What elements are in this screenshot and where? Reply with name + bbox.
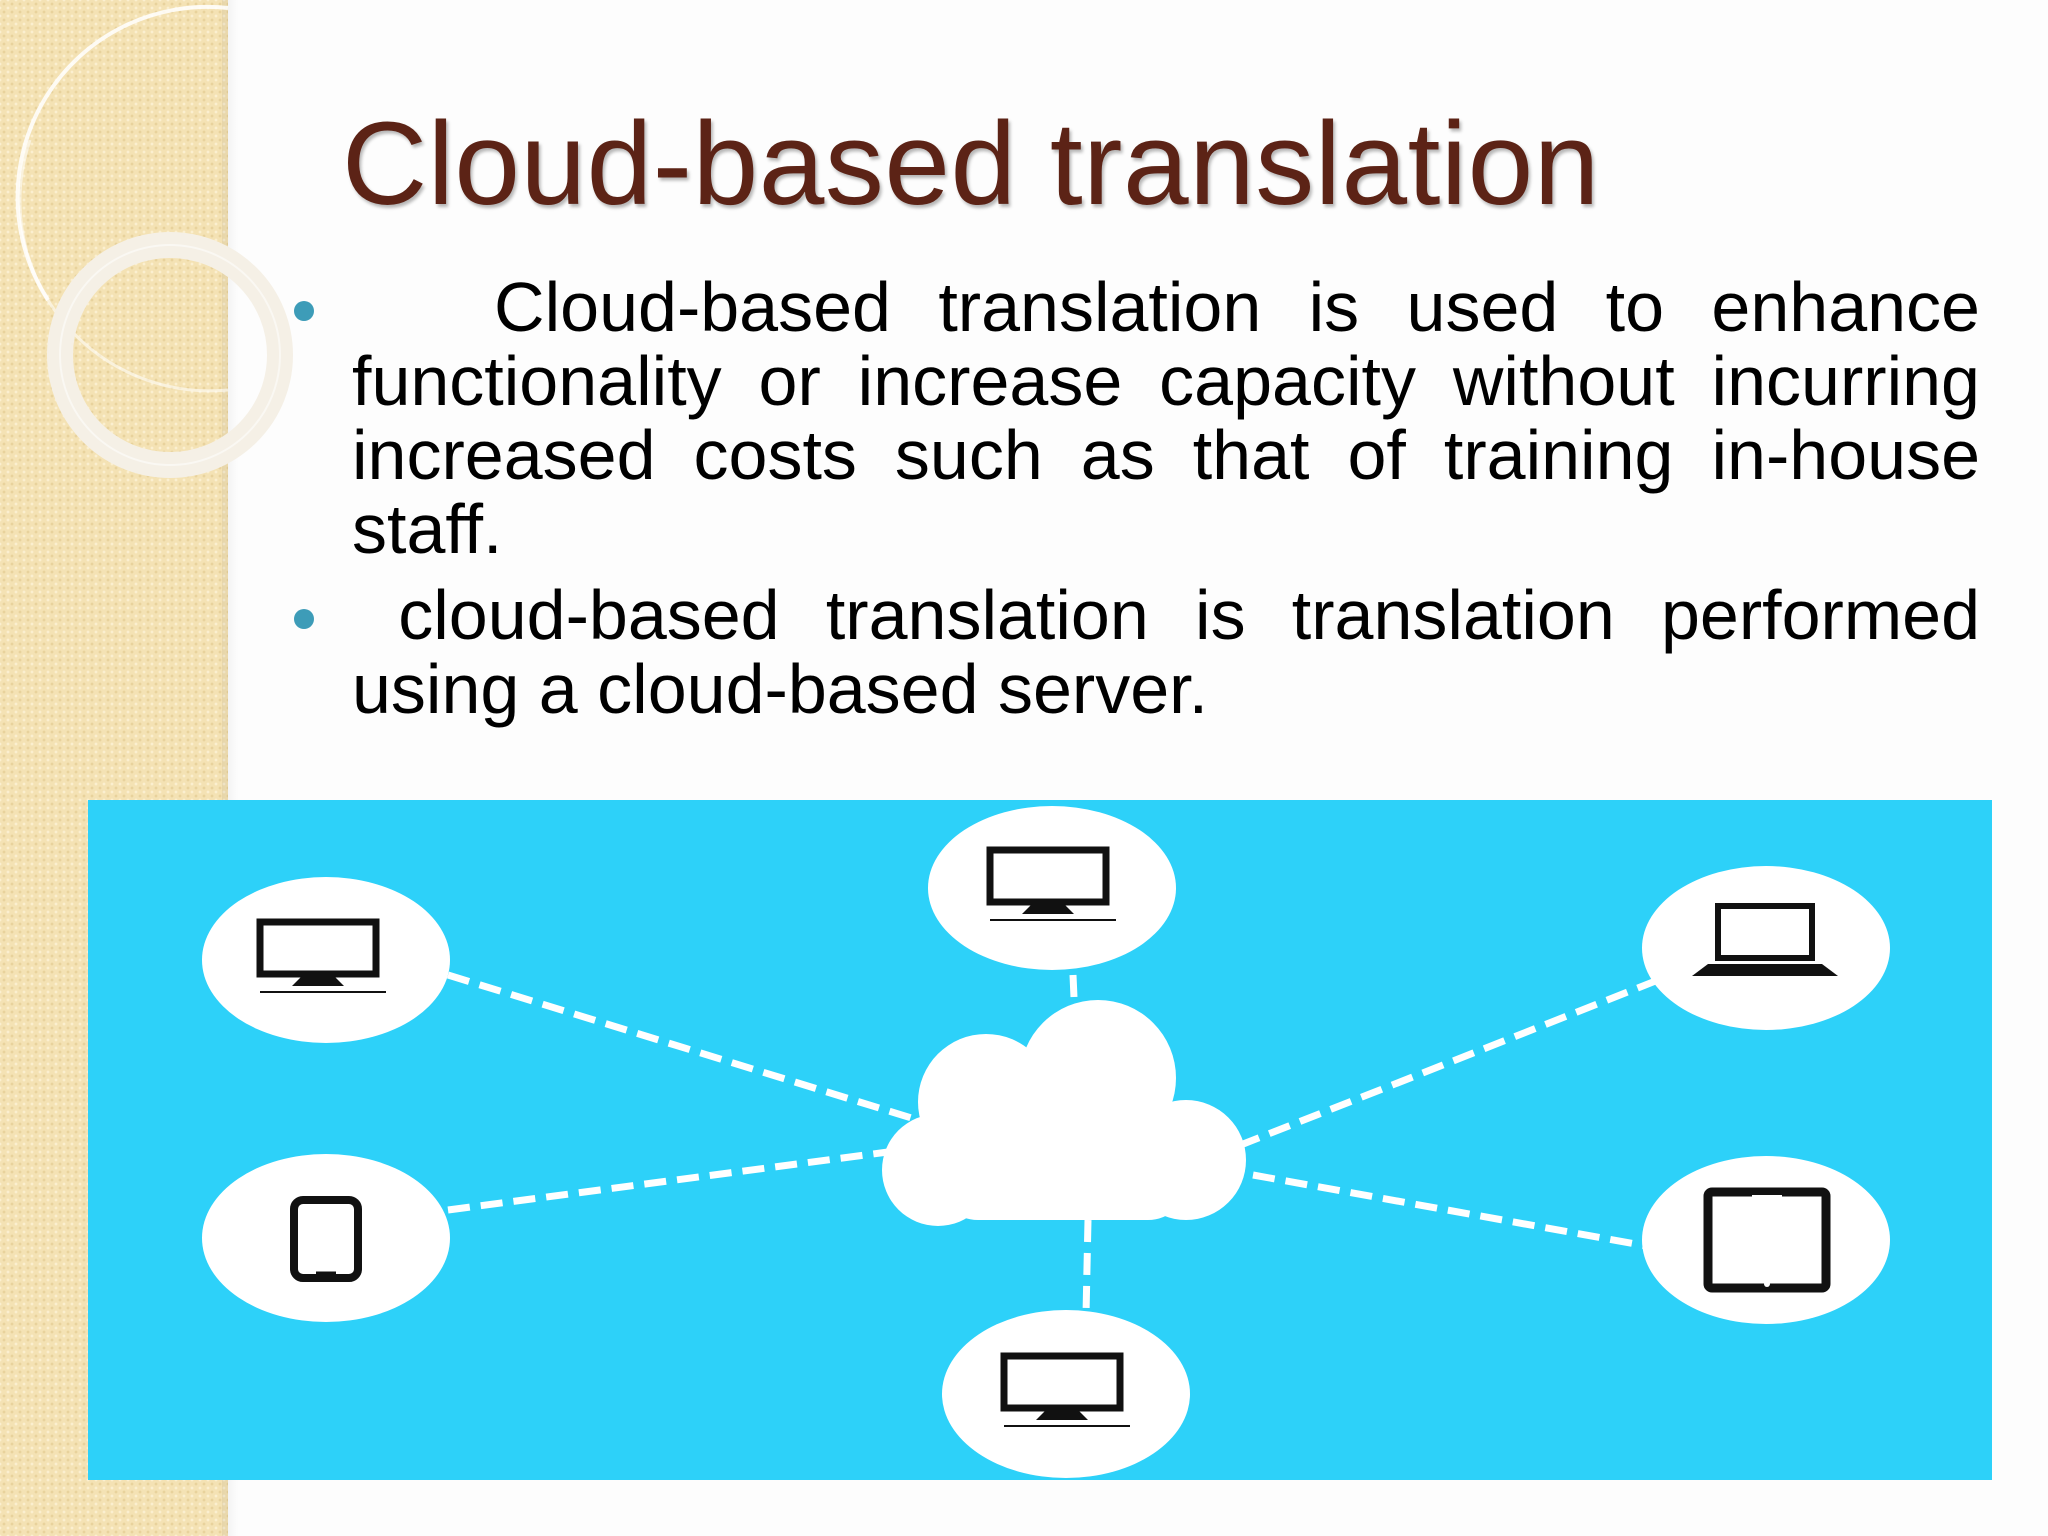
device-node: [942, 1310, 1190, 1478]
bullet-dot-icon: [294, 609, 314, 629]
device-node: [1642, 1156, 1890, 1324]
bullet-item: cloud-based translation is translation p…: [294, 578, 1980, 726]
bullet-item: Cloud-based translation is used to enhan…: [294, 270, 1980, 566]
bullet-dot-icon: [294, 301, 314, 321]
monitor-icon: [1000, 1352, 1130, 1427]
phone-icon: [290, 1196, 362, 1282]
bullet-text: cloud-based translation is translation p…: [352, 576, 2000, 728]
decorative-rings: [15, 4, 293, 478]
device-node: [1642, 866, 1890, 1030]
monitor-icon: [986, 846, 1116, 921]
monitor-icon: [256, 918, 386, 993]
bullet-list: Cloud-based translation is used to enhan…: [294, 270, 1980, 726]
device-node: [928, 806, 1176, 970]
laptop-icon: [1692, 903, 1838, 976]
bullet-text: Cloud-based translation is used to enhan…: [352, 268, 2000, 568]
cloud-network-diagram: [88, 800, 1992, 1480]
tablet-icon: [1703, 1187, 1831, 1293]
cloud-icon: [882, 1000, 1246, 1226]
device-node: [202, 877, 450, 1043]
network-connections: [446, 971, 1660, 1316]
device-node: [202, 1154, 450, 1322]
slide-title: Cloud-based translation: [342, 98, 1600, 230]
